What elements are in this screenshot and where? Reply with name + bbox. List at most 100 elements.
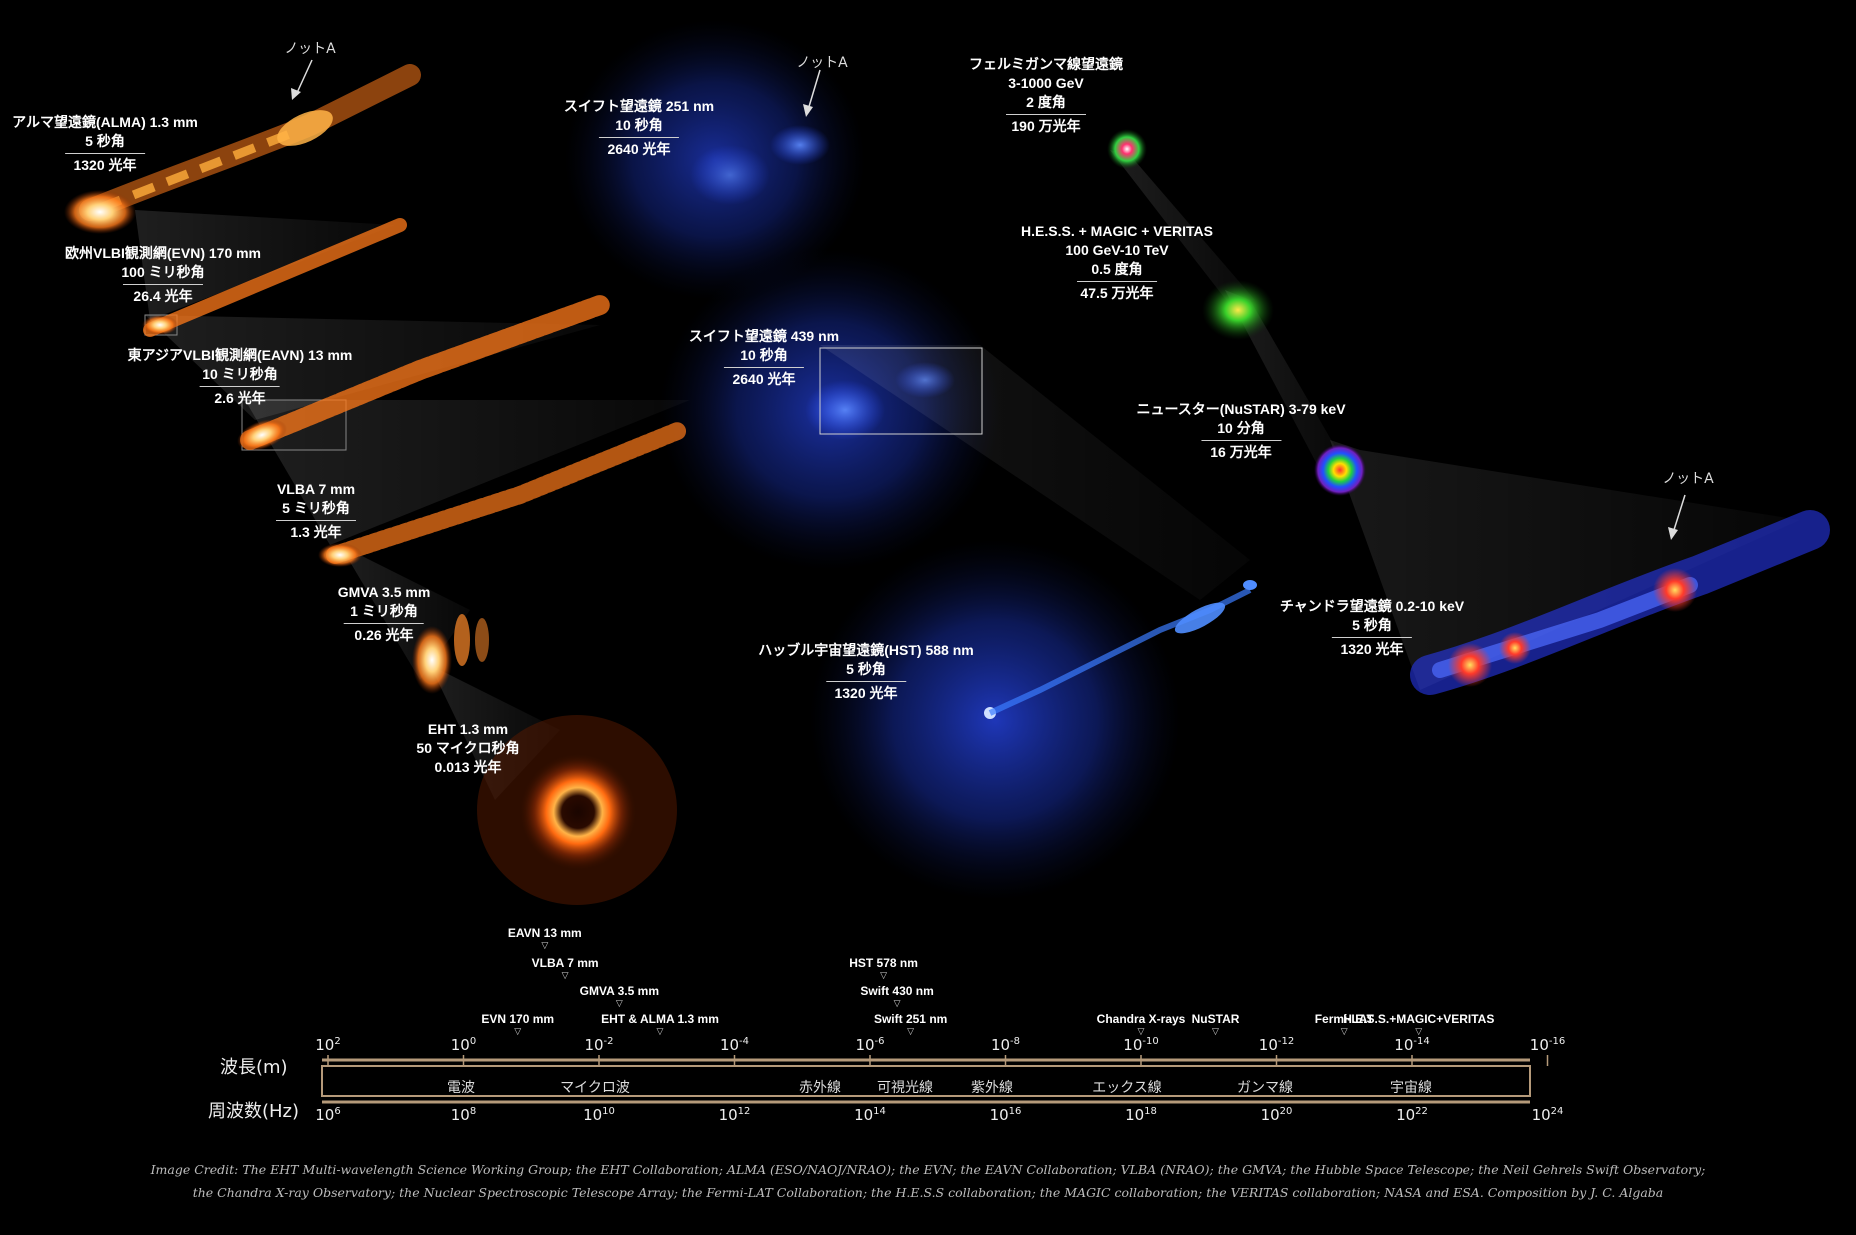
credit-line-1: Image Credit: The EHT Multi-wavelength S… (150, 1162, 1706, 1177)
label-alma: アルマ望遠鏡(ALMA) 1.3 mm 5 秒角 1320 光年 (12, 113, 198, 175)
swift-zoom-box (819, 347, 983, 435)
chandra-name: チャンドラ望遠鏡 0.2-10 keV (1279, 598, 1465, 614)
fermi-name: フェルミガンマ線望遠鏡 (969, 56, 1123, 72)
hess-angle: 0.5 度角 (1091, 261, 1143, 277)
frequency-tick: 1010 (583, 1106, 615, 1124)
eht-angle: 50 マイクロ秒角 (416, 740, 520, 756)
wavelength-tick: 10-4 (719, 1036, 750, 1054)
label-hess: H.E.S.S. + MAGIC + VERITAS 100 GeV-10 Te… (1021, 222, 1213, 303)
alma-sep (64, 153, 145, 154)
frequency-tick: 1020 (1260, 1106, 1293, 1124)
wavelength-tick: 10-12 (1258, 1036, 1295, 1054)
evn-sep (122, 284, 203, 285)
frequency-axis-name: 周波数(Hz) (208, 1101, 300, 1122)
knot-label-swift: ノットA (796, 55, 848, 71)
label-swift439: スイフト望遠鏡 439 nm 10 秒角 2640 光年 (689, 327, 839, 389)
vlba-jet (318, 421, 689, 567)
wavelength-marker: Fermi-LAT▽ (1314, 1012, 1374, 1037)
alma-size: 1320 光年 (73, 157, 137, 173)
frequency-tick: 108 (450, 1106, 477, 1124)
evn-name: 欧州VLBI観測網(EVN) 170 mm (64, 245, 262, 261)
band-label: 宇宙線 (1390, 1080, 1432, 1096)
frequency-tick: 1014 (854, 1106, 886, 1124)
swift-251-spot-2 (690, 145, 770, 205)
frequency-tick: 106 (315, 1106, 341, 1124)
eavn-sep (199, 386, 280, 387)
nustar-angle: 10 分角 (1217, 420, 1265, 436)
evn-angle: 100 ミリ秒角 (121, 264, 205, 280)
swift251-angle: 10 秒角 (615, 117, 663, 133)
label-evn: 欧州VLBI観測網(EVN) 170 mm 100 ミリ秒角 26.4 光年 (65, 244, 261, 306)
gmva-sep (344, 623, 424, 624)
eht-image (477, 715, 677, 905)
cone-fermi-hess (1110, 150, 1255, 305)
chandra-angle: 5 秒角 (1352, 617, 1392, 633)
band-label: マイクロ波 (560, 1080, 630, 1096)
hess-energy: 100 GeV-10 TeV (1065, 242, 1169, 258)
wavelength-tick: 100 (450, 1036, 477, 1054)
knot-label-alma: ノットA (284, 41, 336, 57)
label-hst: ハッブル宇宙望遠鏡(HST) 588 nm 5 秒角 1320 光年 (758, 641, 973, 703)
hess-name: H.E.S.S. + MAGIC + VERITAS (1021, 223, 1213, 239)
wavelength-tick: 102 (315, 1036, 341, 1054)
vlba-angle: 5 ミリ秒角 (282, 500, 350, 516)
vlba-name: VLBA 7 mm (276, 481, 356, 497)
chandra-image (1410, 510, 1830, 695)
label-nustar: ニュースター(NuSTAR) 3-79 keV 10 分角 16 万光年 (1136, 400, 1345, 462)
knot-arrow-chandra-head (1668, 527, 1678, 540)
wavelength-marker: Swift 430 nm▽ (860, 984, 934, 1009)
label-chandra: チャンドラ望遠鏡 0.2-10 keV 5 秒角 1320 光年 (1280, 597, 1464, 659)
wavelength-tick: 10-8 (990, 1036, 1021, 1054)
chandra-size: 1320 光年 (1340, 641, 1404, 657)
wavelength-marker: EAVN 13 mm▽ (507, 926, 582, 951)
swift251-name: スイフト望遠鏡 251 nm (563, 98, 715, 114)
alma-name: アルマ望遠鏡(ALMA) 1.3 mm (12, 114, 198, 130)
wavelength-marker: HST 578 nm▽ (849, 956, 918, 981)
vlba-size: 1.3 光年 (290, 524, 342, 540)
nustar-image (1314, 444, 1366, 496)
knot-arrow-swift-head (803, 104, 813, 117)
frequency-tick: 1012 (718, 1106, 751, 1124)
gmva-size: 0.26 光年 (354, 627, 414, 643)
spectrum-bar (321, 1065, 1531, 1097)
eavn-name: 東アジアVLBI観測網(EAVN) 13 mm (127, 347, 353, 363)
wavelength-tick: 10-6 (855, 1036, 885, 1054)
band-label: 紫外線 (971, 1080, 1013, 1096)
label-eavn: 東アジアVLBI観測網(EAVN) 13 mm 10 ミリ秒角 2.6 光年 (128, 346, 353, 408)
nustar-sep (1200, 440, 1281, 441)
eavn-angle: 10 ミリ秒角 (202, 366, 278, 382)
frequency-tick: 1018 (1125, 1106, 1157, 1124)
nustar-size: 16 万光年 (1210, 444, 1272, 460)
frequency-tick: 1016 (989, 1106, 1022, 1124)
hst-image (810, 540, 1180, 900)
hess-size: 47.5 万光年 (1080, 285, 1154, 301)
swift439-size: 2640 光年 (732, 371, 796, 387)
fermi-angle: 2 度角 (1026, 94, 1066, 110)
knot-arrow-alma-head (291, 88, 301, 100)
eavn-jet (237, 295, 610, 451)
hst-knot-2 (1243, 580, 1257, 590)
label-eht: EHT 1.3 mm 50 マイクロ秒角 0.013 光年 (416, 720, 519, 777)
wavelength-marker: Chandra X-rays▽ (1096, 1012, 1186, 1037)
cone-eavn-vlba (245, 400, 690, 545)
knot-arrow-chandra (1672, 494, 1686, 534)
band-label: 可視光線 (877, 1080, 933, 1096)
gmva-name: GMVA 3.5 mm (337, 584, 431, 600)
nustar-name: ニュースター(NuSTAR) 3-79 keV (1136, 401, 1346, 417)
image-credit: Image Credit: The EHT Multi-wavelength S… (150, 1158, 1706, 1204)
fermi-energy: 3-1000 GeV (1008, 75, 1084, 91)
label-fermi: フェルミガンマ線望遠鏡 3-1000 GeV 2 度角 190 万光年 (969, 55, 1123, 136)
label-gmva: GMVA 3.5 mm 1 ミリ秒角 0.26 光年 (338, 583, 431, 645)
band-label: 赤外線 (799, 1080, 841, 1096)
wavelength-tick: 10-16 (1529, 1036, 1566, 1054)
band-label: ガンマ線 (1237, 1080, 1293, 1096)
swift251-sep (598, 137, 679, 138)
swift439-angle: 10 秒角 (740, 347, 788, 363)
hst-sep (826, 681, 906, 682)
frequency-tick: 1022 (1396, 1106, 1428, 1124)
alma-jet (64, 64, 421, 234)
hst-name: ハッブル宇宙望遠鏡(HST) 588 nm (758, 642, 974, 658)
label-vlba: VLBA 7 mm 5 ミリ秒角 1.3 光年 (276, 480, 356, 542)
cone-hst-knot (820, 345, 1250, 600)
